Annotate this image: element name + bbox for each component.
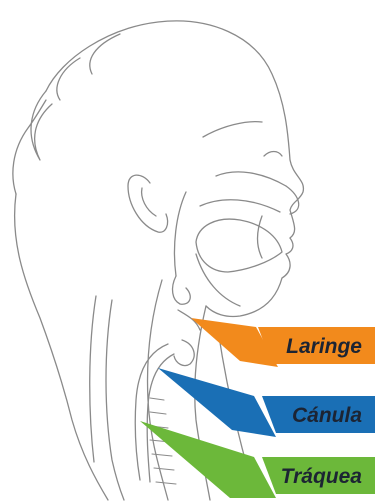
- canula-pointer: [158, 368, 276, 437]
- spine-front: [106, 300, 124, 500]
- mouth-floor: [196, 254, 240, 306]
- ear-inner: [142, 188, 156, 216]
- trachea-ring: [150, 398, 164, 400]
- palate: [200, 200, 280, 212]
- hair-strand: [90, 34, 120, 74]
- spine-back: [90, 296, 96, 462]
- cannula-cuff: [174, 340, 194, 366]
- back-of-head: [13, 100, 46, 194]
- tongue: [196, 219, 282, 272]
- lips: [282, 238, 293, 278]
- canula-label-text: Cánula: [292, 404, 362, 427]
- trachea-ring: [152, 454, 172, 456]
- jaw-line: [258, 216, 263, 258]
- throat-back: [174, 192, 186, 276]
- eye: [264, 152, 282, 157]
- trachea-ring: [154, 468, 174, 470]
- label-canula: Cánula: [158, 368, 375, 437]
- chin: [206, 278, 282, 317]
- ear: [128, 175, 168, 232]
- trachea-ring: [156, 482, 176, 484]
- neck-back: [15, 194, 108, 500]
- epiglottis: [173, 276, 191, 304]
- hair-strand: [57, 58, 80, 100]
- laringe-label-text: Laringe: [286, 335, 362, 358]
- trachea-ring: [150, 412, 166, 414]
- nasal-cavity: [216, 172, 286, 186]
- traquea-label-text: Tráquea: [281, 465, 363, 488]
- label-laringe: Laringe: [191, 318, 375, 367]
- cannula-tube: [135, 340, 194, 482]
- hair-strand: [31, 91, 52, 160]
- brow: [203, 122, 262, 137]
